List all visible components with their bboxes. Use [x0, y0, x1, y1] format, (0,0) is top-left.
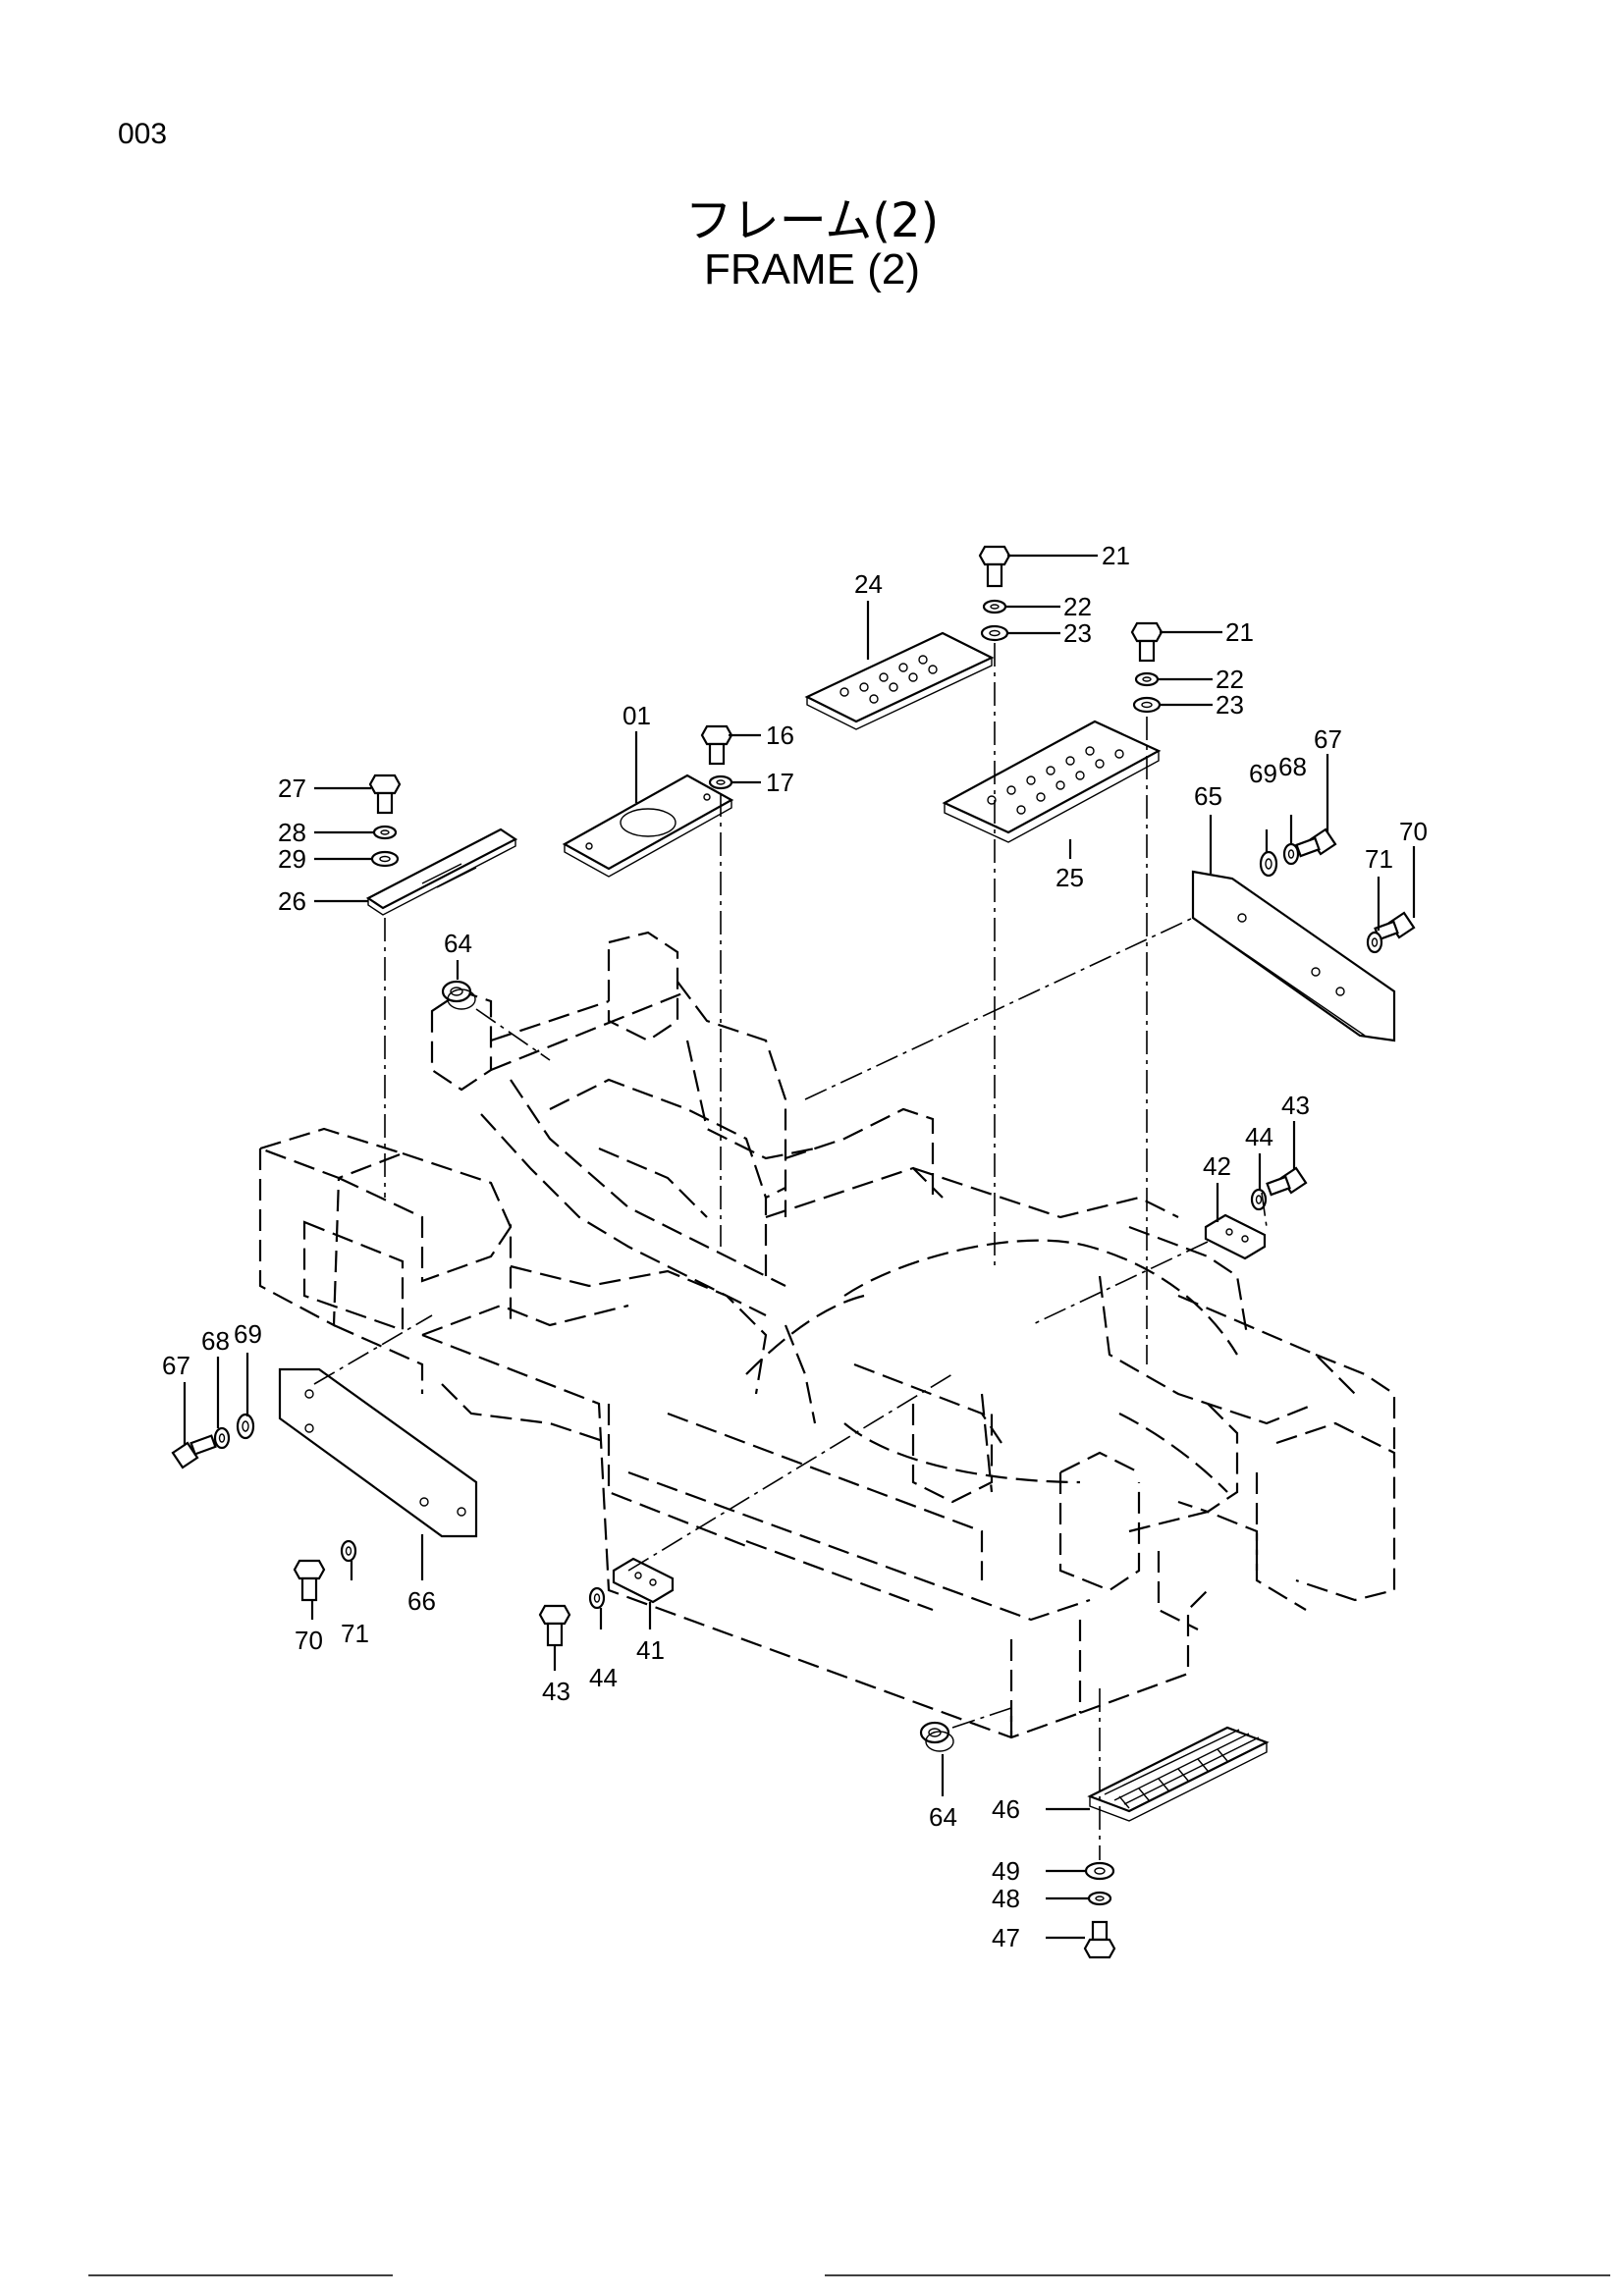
label-47: 47: [992, 1923, 1020, 1952]
label-26: 26: [278, 886, 306, 916]
part-25-mount-plate: [942, 720, 1162, 843]
label-17: 17: [766, 768, 794, 797]
part-64-grommet-lower: [919, 1721, 954, 1752]
label-42: 42: [1203, 1151, 1231, 1181]
label-41: 41: [636, 1635, 665, 1665]
label-49: 49: [992, 1856, 1020, 1886]
label-28: 28: [278, 818, 306, 847]
label-44-right: 44: [1245, 1122, 1273, 1151]
label-21-lower: 21: [1225, 617, 1254, 647]
label-46: 46: [992, 1794, 1020, 1824]
label-68-left: 68: [201, 1326, 230, 1356]
label-64-upper: 64: [444, 929, 472, 958]
part-01-cover-plate: [562, 774, 734, 878]
label-66: 66: [407, 1586, 436, 1616]
label-44-left: 44: [589, 1663, 618, 1692]
part-66-side-cover: [278, 1367, 478, 1538]
label-65: 65: [1194, 781, 1222, 811]
washers: [213, 599, 1383, 1906]
label-67-right: 67: [1314, 724, 1342, 754]
label-69-right: 69: [1249, 759, 1277, 788]
part-65-side-cover: [1191, 870, 1396, 1042]
alignment-lines: [313, 643, 1268, 1860]
label-71-right: 71: [1365, 844, 1393, 874]
part-46-step-grating: [1087, 1726, 1270, 1822]
main-frame-outline: [256, 931, 1396, 1739]
label-21-upper: 21: [1102, 541, 1130, 570]
page-title-english: FRAME (2): [704, 245, 920, 294]
label-67-left: 67: [162, 1351, 190, 1380]
part-26-plate: [365, 828, 518, 916]
label-24: 24: [854, 569, 883, 599]
part-41-clip: [612, 1557, 675, 1604]
label-69-left: 69: [234, 1319, 262, 1349]
label-01: 01: [623, 701, 651, 730]
label-48: 48: [992, 1884, 1020, 1913]
label-64-lower: 64: [929, 1802, 957, 1832]
label-70-left: 70: [295, 1626, 323, 1655]
label-68-right: 68: [1278, 752, 1307, 781]
label-29: 29: [278, 844, 306, 874]
part-24-mount-plate: [804, 631, 995, 730]
part-labels: 01 16 17 21 22 23 21 22 23 24 25 26 27 2…: [162, 541, 1428, 1952]
label-70-right: 70: [1399, 817, 1428, 846]
label-23-upper: 23: [1063, 618, 1092, 648]
label-43-right: 43: [1281, 1091, 1310, 1120]
part-64-grommet-upper: [441, 980, 476, 1010]
label-25: 25: [1056, 863, 1084, 892]
label-43-left: 43: [542, 1677, 570, 1706]
label-27: 27: [278, 774, 306, 803]
label-23-lower: 23: [1216, 690, 1244, 720]
label-16: 16: [766, 721, 794, 750]
label-71-left: 71: [341, 1619, 369, 1648]
leader-lines: [183, 554, 1416, 1940]
part-42-clip: [1204, 1213, 1267, 1260]
label-22-upper: 22: [1063, 592, 1092, 621]
page-number: 003: [118, 118, 168, 150]
bolts: [171, 545, 1416, 1959]
page-title-japanese: フレーム(2): [684, 193, 940, 248]
label-22-lower: 22: [1216, 665, 1244, 694]
